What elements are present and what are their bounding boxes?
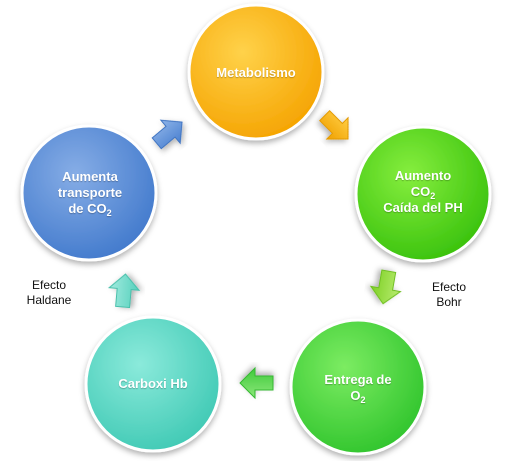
annotation-bohr-line-1: Efecto — [431, 280, 467, 294]
arrow-entrega-to-carboxi — [239, 366, 274, 400]
node-label-line: Aumenta — [62, 169, 118, 184]
node-circle-entrega — [289, 318, 427, 456]
arrow-aumento-to-entrega — [369, 269, 402, 305]
node-label-line: transporte — [57, 185, 123, 200]
annotation-haldane-line-1: Efecto — [31, 278, 67, 292]
node-label-metabolismo: Metabolismo — [216, 65, 295, 81]
annotation-haldane-line-2: Haldane — [26, 293, 72, 307]
node-label-line: Metabolismo — [216, 65, 296, 80]
arrow-metabolismo-to-aumento — [319, 110, 349, 140]
node-label-line: Carboxi Hb — [118, 376, 188, 391]
node-label-line: Caída del PH — [383, 200, 463, 215]
node-circle-aumento — [354, 125, 492, 263]
annotation-bohr-line-2: Bohr — [436, 295, 462, 309]
annotation-efecto-haldane: Efecto Haldane — [27, 278, 72, 308]
node-label-line: de CO2 — [68, 201, 112, 218]
node-label-carboxi: Carboxi Hb — [118, 376, 187, 392]
node-label-line: Aumento — [394, 168, 452, 183]
node-label-line: O2 — [350, 388, 366, 405]
arrow-carboxi-to-aumenta — [107, 273, 141, 309]
node-label-line: Entrega de — [324, 372, 392, 387]
annotation-efecto-bohr: Efecto Bohr — [432, 280, 466, 310]
node-circle-metabolismo — [187, 3, 325, 141]
arrow-aumenta-to-metabolismo — [151, 119, 183, 150]
node-circle-aumenta — [20, 124, 158, 262]
node-circle-carboxi — [84, 315, 222, 453]
node-label-line: CO2 — [410, 184, 436, 201]
